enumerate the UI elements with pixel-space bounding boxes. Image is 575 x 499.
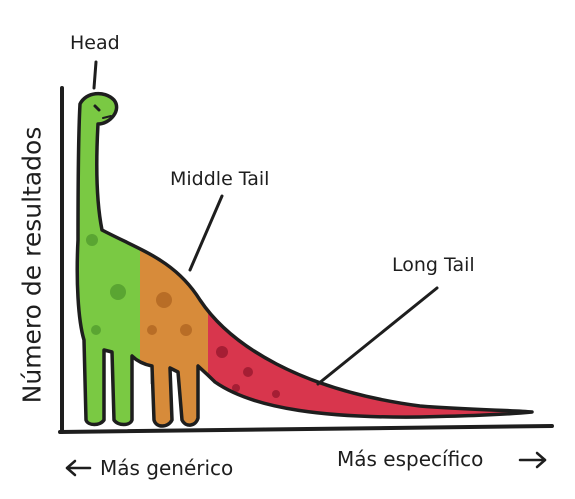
left-arrow-icon bbox=[65, 459, 92, 477]
head-spot bbox=[91, 325, 101, 335]
long-tail-label: Long Tail bbox=[392, 254, 475, 276]
head-spot bbox=[86, 234, 98, 246]
middle-spot bbox=[180, 324, 192, 336]
long-tail-region bbox=[208, 93, 532, 426]
long-spot bbox=[272, 390, 280, 398]
right-arrow-icon bbox=[518, 451, 547, 469]
long-spot bbox=[232, 384, 240, 392]
middle-spot bbox=[147, 325, 157, 335]
x-axis-line bbox=[58, 424, 554, 434]
long-spot bbox=[216, 346, 228, 358]
dinosaur-eye bbox=[93, 104, 101, 112]
long-tail-pointer-line bbox=[316, 286, 439, 386]
head-spot bbox=[110, 284, 126, 300]
middle-tail-pointer-line bbox=[188, 194, 224, 272]
y-axis-label: Número de resultados bbox=[17, 126, 47, 404]
head-label: Head bbox=[70, 32, 120, 54]
middle-tail-label: Middle Tail bbox=[170, 168, 270, 190]
dinosaur-mouth bbox=[102, 115, 112, 119]
x-axis-left-label: Más genérico bbox=[100, 456, 234, 480]
head-region bbox=[77, 93, 140, 426]
head-pointer-line bbox=[92, 60, 98, 90]
middle-spot bbox=[156, 292, 172, 308]
long-spot bbox=[243, 367, 253, 377]
x-axis-right-label: Más específico bbox=[337, 447, 484, 471]
dinosaur-outline bbox=[75, 91, 534, 428]
